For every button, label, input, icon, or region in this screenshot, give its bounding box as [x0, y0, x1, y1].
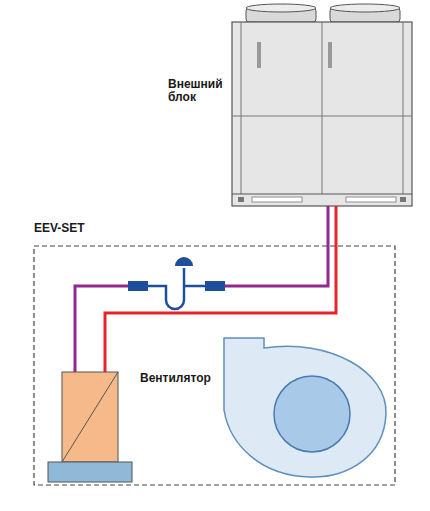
outdoor-unit-node: Внешний блок [150, 2, 414, 212]
eev-set-region: EEV-SET Вентилятор [34, 218, 395, 486]
eev-set-border [34, 246, 395, 485]
unit-label: Внешний блок [168, 78, 228, 104]
heat-exchanger [48, 372, 132, 482]
outdoor-unit [232, 4, 412, 206]
fan-label: Вентилятор [140, 372, 211, 385]
expansion-valve [128, 257, 225, 309]
fan-node: Вентилятор [134, 330, 394, 485]
fan [224, 338, 386, 477]
region-label: EEV-SET [34, 222, 85, 235]
